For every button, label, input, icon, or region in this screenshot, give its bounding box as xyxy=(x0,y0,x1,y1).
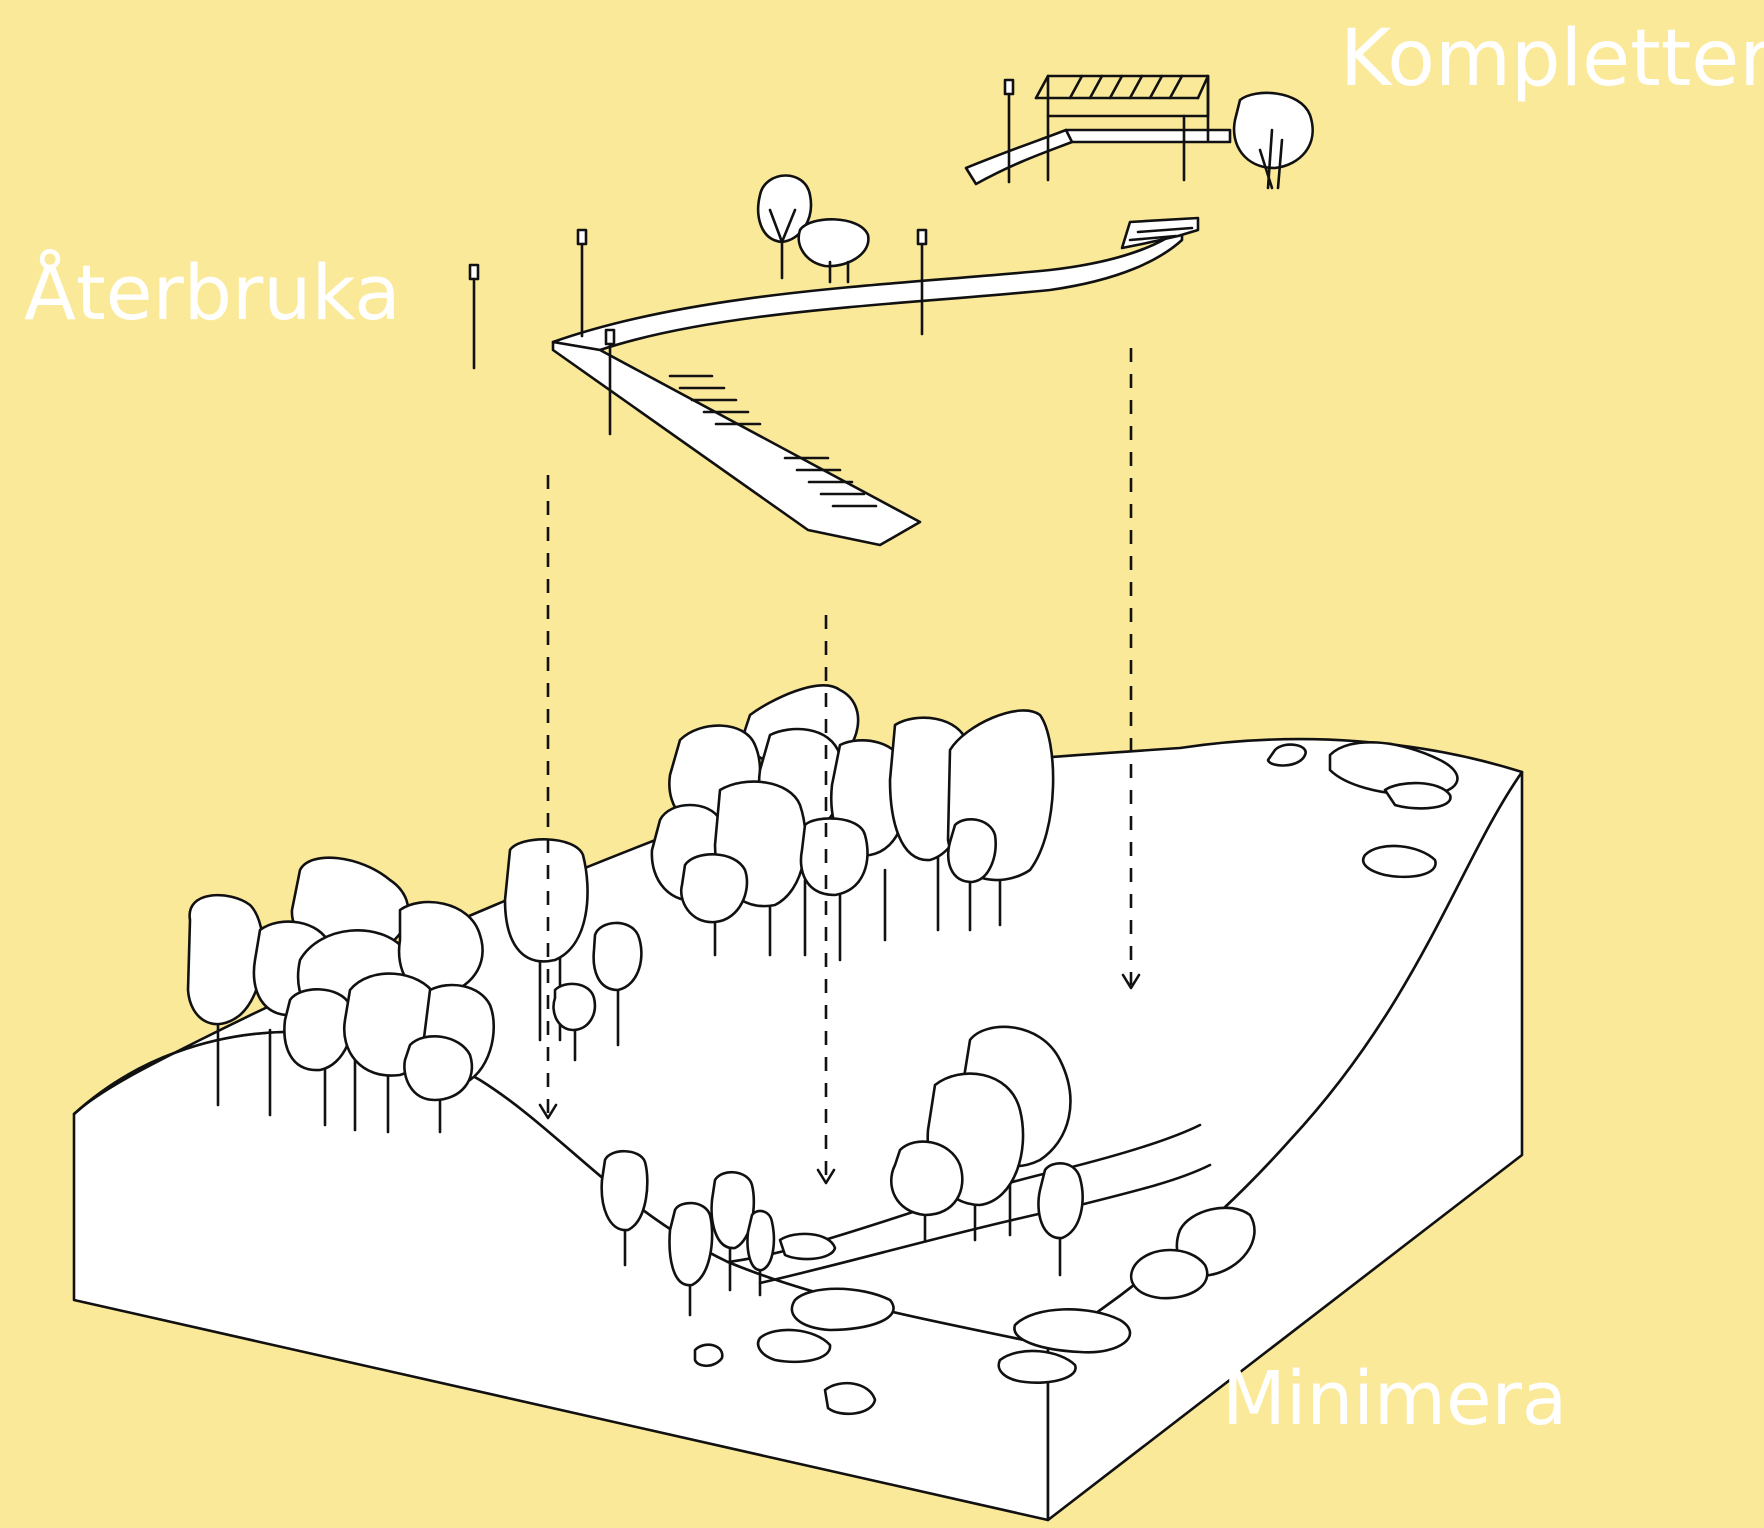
tree-canopy xyxy=(748,1211,774,1270)
tree-canopy xyxy=(602,1151,648,1230)
tree-canopy xyxy=(891,1142,962,1215)
shrub xyxy=(1131,1250,1207,1298)
layer-trees xyxy=(758,175,868,282)
tree-canopy xyxy=(188,895,263,1024)
label-reuse: Återbruka xyxy=(24,255,401,331)
tree-canopy xyxy=(505,839,588,961)
tree-canopy xyxy=(801,818,868,895)
tree-canopy xyxy=(948,819,995,882)
tree-canopy xyxy=(799,219,869,266)
pavilion-bench xyxy=(966,130,1230,184)
tree-canopy xyxy=(1038,1163,1082,1238)
tree-canopy xyxy=(681,854,747,922)
tree-canopy xyxy=(554,984,595,1030)
shrub xyxy=(695,1345,722,1366)
shrub xyxy=(792,1289,894,1330)
floating-pavilion-layer xyxy=(966,76,1313,188)
descending-stair xyxy=(553,342,920,545)
pavilion-roof-hatch xyxy=(1036,76,1198,98)
shrub xyxy=(1385,783,1450,808)
tree-canopy xyxy=(594,923,642,990)
tree-canopy xyxy=(1234,93,1313,168)
tree-canopy xyxy=(404,1036,472,1100)
label-complement: Komplettera xyxy=(1340,20,1764,98)
label-minimize: Minimera xyxy=(1222,1362,1567,1436)
shrub xyxy=(780,1234,835,1259)
floating-walkway-layer xyxy=(470,175,1198,545)
